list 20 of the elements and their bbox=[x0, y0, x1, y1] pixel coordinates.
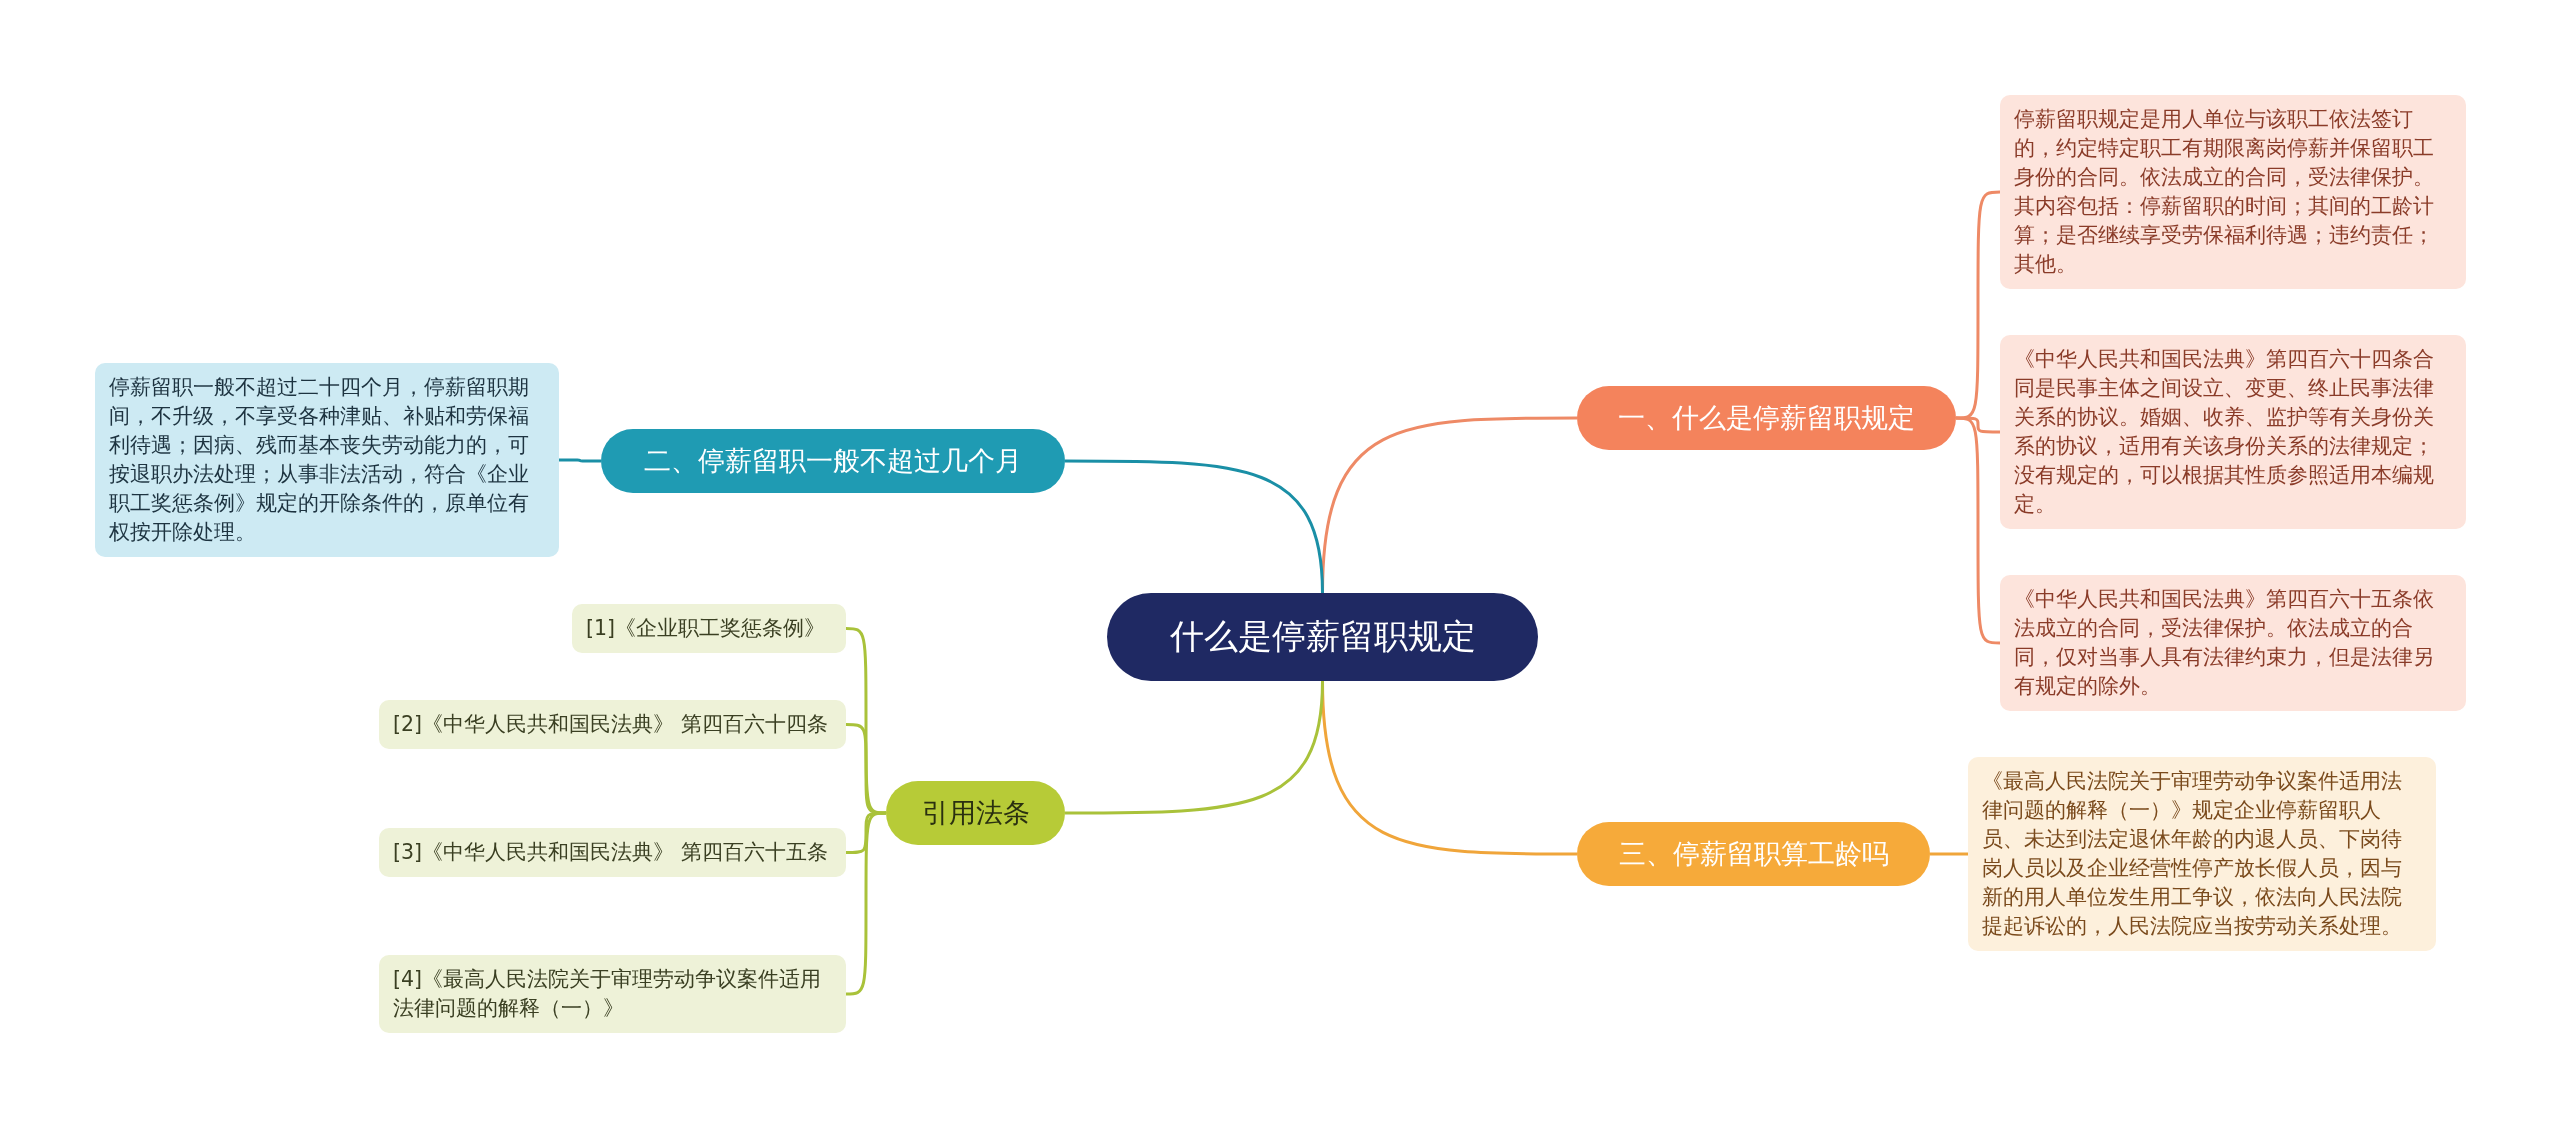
text-box: 《中华人民共和国民法典》第四百六十五条依法成立的合同，受法律保护。依法成立的合同，仅对当事人具有法律约束力，但是法律另有规定的除外。 bbox=[2000, 575, 2466, 711]
topic-box: 引用法条 bbox=[886, 781, 1065, 845]
connector-line bbox=[559, 458, 601, 463]
text-box: 停薪留职一般不超过二十四个月，停薪留职期间，不升级，不享受各种津贴、补贴和劳保福利待遇；因病、残而基本丧失劳动能力的，可按退职办法处理；从事非法活动，符合《企业职工奖惩条例》规定的开除条件的，原单位有权按开除处理。 bbox=[95, 363, 559, 557]
text-box: 停薪留职规定是用人单位与该职工依法签订的，约定特定职工有期限离岗停薪并保留职工身份的合同。依法成立的合同，受法律保护。其内容包括：停薪留职的时间；其间的工龄计算；是否继续享受劳保福利待遇；违约责任；其他。 bbox=[2000, 95, 2466, 289]
connector-line bbox=[846, 811, 886, 996]
topic-box: 一、什么是停薪留职规定 bbox=[1577, 386, 1956, 450]
text-box: 《中华人民共和国民法典》第四百六十四条合同是民事主体之间设立、变更、终止民事法律关系的协议。婚姻、收养、监护等有关身份关系的协议，适用有关该身份关系的法律规定；没有规定的，可以根据其性质参照适用本编规定。 bbox=[2000, 335, 2466, 529]
topic-box: 二、停薪留职一般不超过几个月 bbox=[601, 429, 1065, 493]
central-topic-box: 什么是停薪留职规定 bbox=[1107, 593, 1538, 681]
connector-line bbox=[1930, 852, 1968, 856]
topic-box: 三、停薪留职算工龄吗 bbox=[1577, 822, 1930, 886]
text-box: 《最高人民法院关于审理劳动争议案件适用法律问题的解释（一）》规定企业停薪留职人员、未达到法定退休年龄的内退人员、下岗待岗人员以及企业经营性停产放长假人员，因与新的用人单位发生用工争议，依法向人民法院提起诉讼的，人民法院应当按劳动关系处理。 bbox=[1968, 757, 2436, 951]
connector-line bbox=[1065, 680, 1324, 815]
reference-box: [2]《中华人民共和国民法典》 第四百六十四条 bbox=[379, 700, 846, 749]
reference-box: [1]《企业职工奖惩条例》 bbox=[572, 604, 846, 653]
connector-line bbox=[846, 723, 886, 815]
reference-box: [4]《最高人民法院关于审理劳动争议案件适用法律问题的解释（一）》 bbox=[379, 955, 846, 1033]
connector-line bbox=[1065, 459, 1324, 594]
reference-box: [3]《中华人民共和国民法典》 第四百六十五条 bbox=[379, 828, 846, 877]
